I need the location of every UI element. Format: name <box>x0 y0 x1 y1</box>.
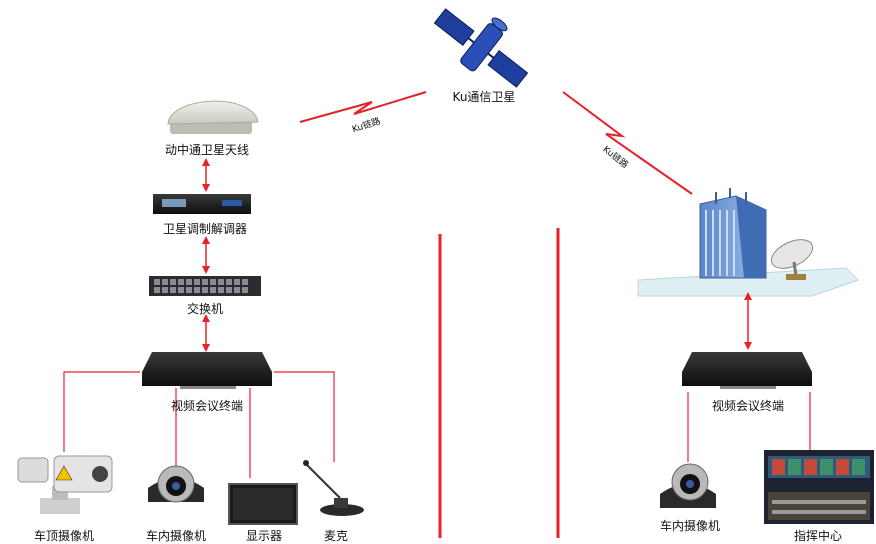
satellite-antenna-icon <box>167 100 259 134</box>
inner-camera-left-label: 车内摄像机 <box>145 529 207 543</box>
satellite-icon <box>433 8 529 88</box>
modem-label: 卫星调制解调器 <box>162 222 248 236</box>
inner-camera-right-icon <box>660 463 716 508</box>
inner-camera-right-label: 车内摄像机 <box>659 519 721 533</box>
command-center-room-icon <box>764 450 874 524</box>
video-terminal-left-icon <box>142 352 272 389</box>
ku-link-left <box>299 91 427 123</box>
network-switch-icon <box>149 276 261 296</box>
peripheral-connectors-left <box>63 371 335 478</box>
microphone-icon <box>303 460 364 516</box>
switch-label: 交换机 <box>186 302 224 316</box>
satellite-modem-icon <box>153 194 251 214</box>
inner-camera-left-icon <box>148 465 204 503</box>
roof-camera-icon <box>17 455 113 514</box>
ku-link-right <box>562 91 693 195</box>
antenna-label: 动中通卫星天线 <box>164 143 250 157</box>
roof-camera-label: 车顶摄像机 <box>33 529 95 543</box>
terminal-right-label: 视频会议终端 <box>711 399 785 413</box>
display-icon <box>228 483 298 525</box>
command-center-building-icon <box>637 188 859 297</box>
satellite-label: Ku通信卫星 <box>452 90 516 104</box>
video-terminal-right-icon <box>682 352 812 389</box>
divider-lines <box>438 228 560 538</box>
terminal-left-label: 视频会议终端 <box>170 399 244 413</box>
command-center-label: 指挥中心 <box>793 529 843 543</box>
microphone-label: 麦克 <box>323 529 349 543</box>
display-label: 显示器 <box>245 529 283 543</box>
peripheral-connectors-right <box>687 392 811 462</box>
